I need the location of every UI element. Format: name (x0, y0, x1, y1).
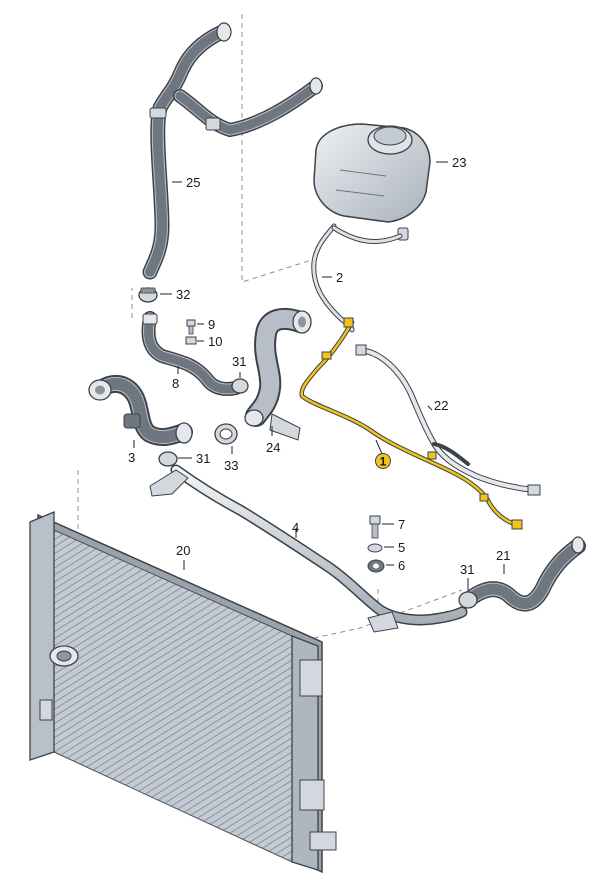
hose-clamp-31-right (458, 591, 478, 609)
callout-labels: 25 23 2 32 9 10 31 8 3 31 33 24 22 1 4 7 (128, 155, 510, 590)
label-8: 8 (172, 376, 179, 391)
highlight-badge-1 (375, 453, 391, 469)
bolt-9 (186, 319, 196, 335)
label-31-right: 31 (460, 562, 474, 577)
label-20: 20 (176, 543, 190, 558)
hose-clamp-33 (214, 423, 238, 445)
label-4: 4 (292, 520, 299, 535)
hose-clamp-31-upper (231, 378, 249, 394)
expansion-tank-23 (313, 123, 431, 241)
label-10: 10 (208, 334, 222, 349)
label-6: 6 (398, 558, 405, 573)
bolt-7 (369, 515, 381, 539)
label-9: 9 (208, 317, 215, 332)
coolant-pipe-4 (149, 464, 468, 633)
washer-5 (367, 543, 383, 553)
coolant-hose-21 (460, 536, 586, 612)
label-31-upper: 31 (232, 354, 246, 369)
hose-clamp-31-lower (158, 451, 178, 467)
grommet-6 (367, 559, 385, 573)
label-3: 3 (128, 450, 135, 465)
label-32: 32 (176, 287, 190, 302)
label-25: 25 (186, 175, 200, 190)
label-21: 21 (496, 548, 510, 563)
label-1: 1 (380, 455, 387, 469)
label-7: 7 (398, 517, 405, 532)
coolant-hose-25 (142, 22, 323, 280)
wiring-harness-22 (355, 344, 541, 496)
label-22: 22 (434, 398, 448, 413)
label-5: 5 (398, 540, 405, 555)
hose-clamp-32 (138, 287, 158, 303)
vent-hose-2 (311, 223, 403, 333)
radiator (29, 511, 337, 874)
label-33: 33 (224, 458, 238, 473)
coolant-hose-24 (244, 307, 312, 441)
label-2: 2 (336, 270, 343, 285)
label-24: 24 (266, 440, 280, 455)
nut-10 (185, 336, 197, 345)
coolant-hose-8 (141, 311, 243, 396)
wiring-harness-1 (299, 317, 523, 530)
label-23: 23 (452, 155, 466, 170)
label-31-lower: 31 (196, 451, 210, 466)
coolant-hose-3 (88, 374, 193, 447)
